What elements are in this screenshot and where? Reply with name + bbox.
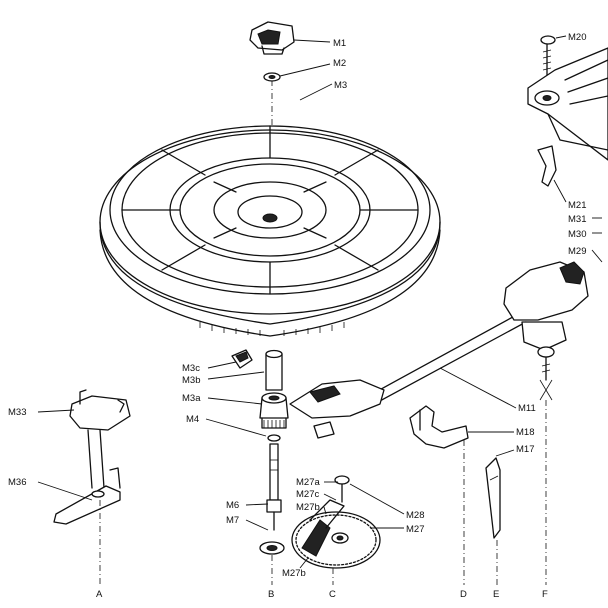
label-m30: M30 <box>568 229 586 240</box>
label-m18: M18 <box>516 427 534 438</box>
m27-gear <box>291 499 381 569</box>
axis-letter-a: A <box>96 589 103 600</box>
m21-clip <box>537 145 557 187</box>
label-m29: M29 <box>568 246 586 257</box>
m18-bracket <box>409 405 469 449</box>
label-m27: M27 <box>406 524 424 535</box>
leader-lines <box>37 35 603 569</box>
label-m7: M7 <box>226 515 239 526</box>
platter <box>99 125 441 337</box>
label-m17: M17 <box>516 444 534 455</box>
cabinet-corner <box>527 47 608 161</box>
m28-screw <box>334 475 350 503</box>
tonearm-assembly <box>289 261 589 439</box>
label-m3a: M3a <box>182 393 201 404</box>
callout-labels: M1 M2 M3 M20 M21 M31 M30 M29 M3c M3b M3a… <box>8 32 586 579</box>
label-m21: M21 <box>568 200 586 211</box>
m17-rod <box>485 457 501 539</box>
label-m3: M3 <box>334 80 347 91</box>
lift-mechanism <box>53 389 131 525</box>
axis-letter-d: D <box>460 589 467 600</box>
label-m27b-bottom: M27b <box>282 568 306 579</box>
m20-screw <box>540 35 556 81</box>
label-m3b: M3b <box>182 375 200 386</box>
axis-letter-c: C <box>329 589 336 600</box>
label-m20: M20 <box>568 32 586 43</box>
label-m33: M33 <box>8 407 26 418</box>
label-m11: M11 <box>518 403 536 414</box>
label-m3c: M3c <box>182 363 200 374</box>
axis-letters: A B C D E F <box>96 589 548 600</box>
axis-letter-e: E <box>493 589 499 600</box>
label-m27a: M27a <box>296 477 320 488</box>
label-m1: M1 <box>333 38 346 49</box>
label-m2: M2 <box>333 58 346 69</box>
label-m4: M4 <box>186 414 199 425</box>
axis-letter-b: B <box>268 589 274 600</box>
axis-letter-f: F <box>542 589 548 600</box>
axis-lines <box>99 400 547 585</box>
spindle-stack <box>259 349 289 555</box>
label-m27c: M27c <box>296 489 319 500</box>
m1-adapter <box>249 21 295 55</box>
label-m6: M6 <box>226 500 239 511</box>
label-m36: M36 <box>8 477 26 488</box>
label-m27b-top: M27b <box>296 502 320 513</box>
label-m28: M28 <box>406 510 424 521</box>
label-m31: M31 <box>568 214 586 225</box>
